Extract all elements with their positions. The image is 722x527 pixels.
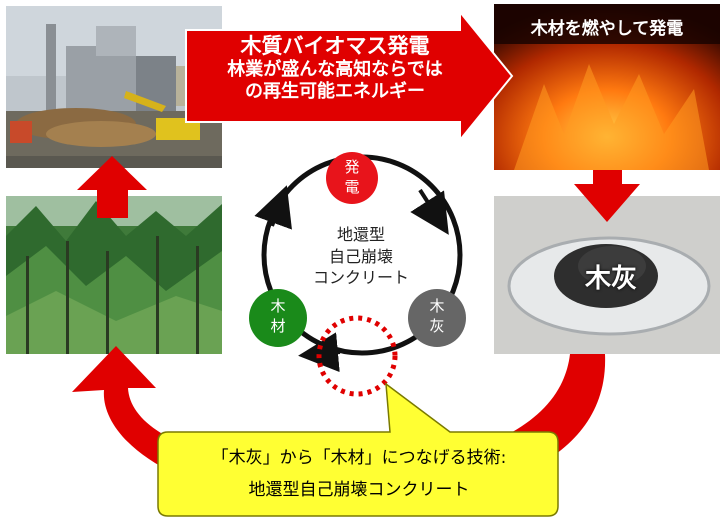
cycle-center-label: 地還型 自己崩壊 コンクリート xyxy=(312,225,409,288)
node-ash-label: 木灰 xyxy=(429,297,445,335)
fire-photo-label: 木材を燃やして発電 xyxy=(530,19,684,39)
forest-photo xyxy=(6,196,222,354)
callout-line2: 地還型自己崩壊コンクリート xyxy=(248,480,470,501)
banner: 木質バイオマス発電 林業が盛んな高知ならでは の再生可能エネルギー xyxy=(190,34,480,102)
node-power xyxy=(326,152,378,204)
callout-text: 「木灰」から「木材」につなげる技術: 地還型自己崩壊コンクリート xyxy=(166,442,552,507)
banner-line2: の再生可能エネルギー xyxy=(245,80,425,102)
banner-arrow xyxy=(185,9,514,143)
node-power-label: 発電 xyxy=(344,158,360,196)
banner-line1: 林業が盛んな高知ならでは xyxy=(227,59,443,81)
wood-ash-label: 木灰 xyxy=(584,264,637,294)
arrow-fire-to-ash xyxy=(574,170,640,222)
node-wood-label: 木材 xyxy=(270,297,286,335)
callout-line1: 「木灰」から「木材」につなげる技術: xyxy=(211,448,507,468)
banner-title: 木質バイオマス発電 xyxy=(240,34,430,58)
node-wood xyxy=(249,289,307,347)
highlight-circle xyxy=(316,315,398,397)
callout-box xyxy=(157,382,559,517)
wood-ash-photo xyxy=(494,196,720,354)
arrow-forest-to-plant xyxy=(77,156,147,218)
fire-photo xyxy=(494,4,720,170)
node-ash xyxy=(408,289,466,347)
